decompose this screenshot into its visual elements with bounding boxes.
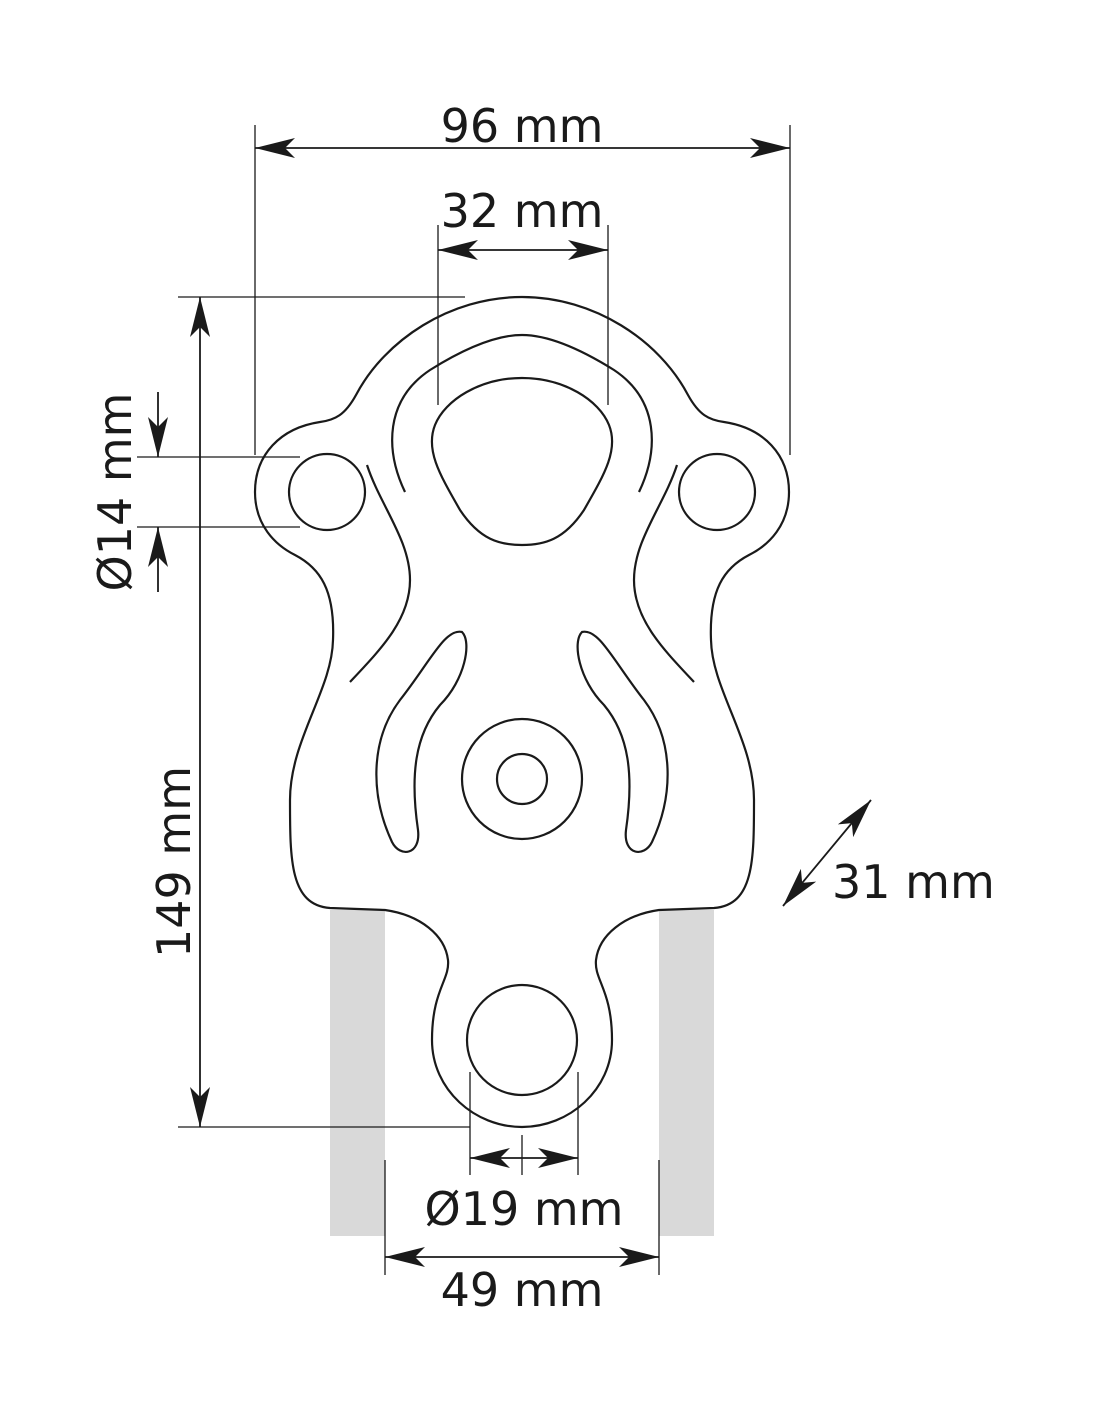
rope-right [659, 910, 714, 1236]
axle-hole [495, 752, 549, 806]
dim-rope-spacing: 49 mm [441, 1263, 604, 1317]
side-slit-right [632, 464, 695, 683]
dimension-arrow-thickness [782, 799, 872, 907]
bottom-hole [465, 983, 579, 1097]
dim-bottom-hole-diameter: Ø19 mm [425, 1182, 624, 1236]
side-hole-right [677, 452, 757, 532]
dim-thickness: 31 mm [832, 855, 995, 909]
side-hole-left [287, 452, 367, 532]
top-hole [430, 376, 614, 547]
side-slit-left [349, 464, 412, 683]
lower-slot-left [375, 630, 468, 853]
dim-overall-height: 149 mm [147, 766, 201, 958]
dim-overall-width: 96 mm [441, 99, 604, 153]
rope-left [330, 910, 385, 1236]
plate-outline [253, 295, 791, 1129]
dim-top-hole-width: 32 mm [441, 184, 604, 238]
axle-ring [460, 717, 584, 841]
inner-arc [391, 333, 653, 493]
dim-side-hole-diameter: Ø14 mm [88, 393, 142, 592]
lower-slot-right [576, 630, 669, 853]
